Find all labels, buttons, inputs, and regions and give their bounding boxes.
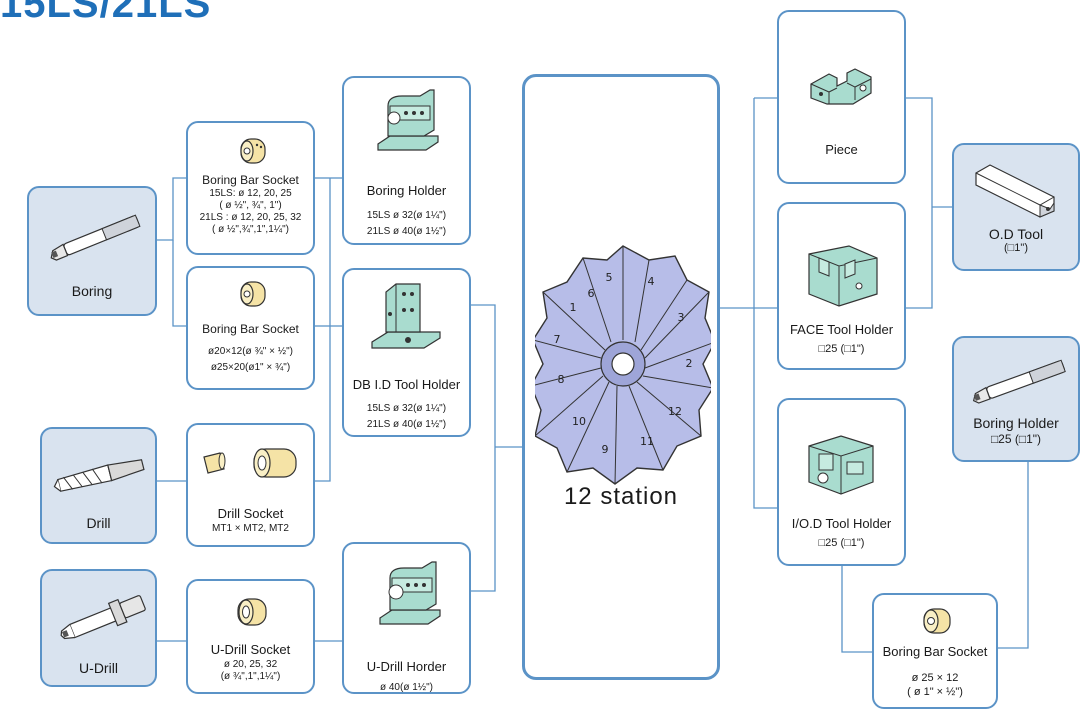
socket-spec-line4: ( ø ½",¾",1",1¼") bbox=[211, 224, 289, 235]
u-drill-holder-icon bbox=[379, 561, 441, 625]
u-drill-horder-title: U-Drill Horder bbox=[366, 659, 447, 674]
socket-spec-line1: ø20×12(ø ¾" × ½") bbox=[208, 346, 293, 357]
boring-bar-icon bbox=[972, 359, 1066, 404]
face-tool-holder-box[interactable]: FACE Tool Holder □25 (□1") bbox=[777, 202, 906, 370]
db-id-holder-box[interactable]: DB I.D Tool Holder 15LS ø 32(ø 1¼") 21LS… bbox=[342, 268, 471, 437]
face-tool-holder-title: FACE Tool Holder bbox=[789, 322, 894, 337]
station-label: 12 station bbox=[563, 483, 679, 510]
u-drill-socket-title: U-Drill Socket bbox=[210, 642, 291, 657]
u-drill-socket-spec-line1: ø 20, 25, 32 bbox=[223, 659, 278, 670]
turret-number: 5 bbox=[606, 271, 613, 284]
socket-spec-line1: 15LS: ø 12, 20, 25 bbox=[209, 188, 292, 199]
turret-number: 10 bbox=[572, 415, 586, 428]
od-tool-title: O.D Tool bbox=[988, 226, 1044, 242]
boring-holder-spec-line2: 21LS ø 40(ø 1½") bbox=[366, 226, 447, 237]
drill-socket-icon bbox=[203, 448, 297, 478]
boring-bar-socket-box-2[interactable]: Boring Bar Socket ø20×12(ø ¾" × ½") ø25×… bbox=[186, 266, 315, 390]
socket-title: Boring Bar Socket bbox=[202, 173, 299, 187]
piece-title: Piece bbox=[825, 142, 858, 157]
drill-socket-box[interactable]: Drill Socket MT1 × MT2, MT2 bbox=[186, 423, 315, 547]
db-id-holder-title: DB I.D Tool Holder bbox=[352, 377, 461, 392]
piece-icon bbox=[810, 68, 872, 105]
turret-number: 2 bbox=[686, 357, 693, 370]
socket-spec-line3: 21LS : ø 12, 20, 25, 32 bbox=[199, 212, 302, 223]
turret-number: 4 bbox=[648, 275, 655, 288]
boring-bar-socket-box-1[interactable]: Boring Bar Socket 15LS: ø 12, 20, 25 ( ø… bbox=[186, 121, 315, 255]
boring-holder-right-spec: □25 (□1") bbox=[990, 432, 1042, 446]
io-d-tool-holder-icon bbox=[808, 435, 874, 495]
boring-holder-box[interactable]: Boring Holder 15LS ø 32(ø 1¼") 21LS ø 40… bbox=[342, 76, 471, 245]
db-id-holder-spec-line1: 15LS ø 32(ø 1¼") bbox=[366, 403, 447, 414]
u-drill-icon bbox=[60, 595, 146, 640]
turret-number: 9 bbox=[602, 443, 609, 456]
od-tool-box[interactable]: O.D Tool (□1") bbox=[952, 143, 1080, 271]
turret-number: 3 bbox=[678, 311, 685, 324]
db-id-holder-spec-line2: 21LS ø 40(ø 1½") bbox=[366, 419, 447, 430]
db-id-holder-icon bbox=[371, 283, 441, 349]
od-tool-spec: (□1") bbox=[1004, 242, 1028, 254]
boring-tool-box[interactable]: Boring bbox=[27, 186, 157, 316]
drill-socket-spec: MT1 × MT2, MT2 bbox=[212, 523, 289, 534]
turret-number: 12 bbox=[668, 405, 682, 418]
boring-bar-socket-right-box[interactable]: Boring Bar Socket ø 25 × 12 ( ø 1" × ½") bbox=[872, 593, 998, 709]
turret-number: 8 bbox=[558, 373, 565, 386]
piece-box[interactable]: Piece bbox=[777, 10, 906, 184]
socket-spec-line2: ( ø ½", ¾", 1") bbox=[219, 200, 282, 211]
face-tool-holder-icon bbox=[808, 245, 878, 307]
u-drill-horder-box[interactable]: U-Drill Horder ø 40(ø 1½") bbox=[342, 542, 471, 694]
socket-icon bbox=[923, 608, 951, 634]
boring-holder-spec-line1: 15LS ø 32(ø 1¼") bbox=[366, 210, 447, 221]
face-tool-holder-spec: □25 (□1") bbox=[818, 343, 865, 355]
socket-icon bbox=[240, 138, 266, 164]
drill-tool-box[interactable]: Drill bbox=[40, 427, 157, 544]
page-title: 15LS/21LS bbox=[0, 0, 212, 26]
od-tool-icon bbox=[975, 164, 1055, 218]
boring-bar-socket-right-spec-line2: ( ø 1" × ½") bbox=[907, 686, 963, 698]
boring-holder-icon bbox=[377, 89, 439, 151]
u-drill-socket-spec-line2: (ø ¾",1",1¼") bbox=[220, 671, 281, 682]
boring-bar-socket-right-spec-line1: ø 25 × 12 bbox=[911, 672, 959, 684]
boring-label: Boring bbox=[71, 283, 113, 299]
socket-spec-line2: ø25×20(ø1" × ¾") bbox=[210, 362, 291, 373]
u-drill-socket-box[interactable]: U-Drill Socket ø 20, 25, 32 (ø ¾",1",1¼"… bbox=[186, 579, 315, 694]
io-d-tool-holder-title: I/O.D Tool Holder bbox=[791, 516, 892, 531]
socket-icon bbox=[237, 598, 267, 626]
u-drill-label: U-Drill bbox=[79, 660, 118, 676]
boring-holder-right-title: Boring Holder bbox=[973, 415, 1059, 431]
io-d-tool-holder-spec: □25 (□1") bbox=[818, 537, 865, 549]
u-drill-horder-spec: ø 40(ø 1½") bbox=[379, 682, 433, 693]
turret-number: 7 bbox=[554, 333, 561, 346]
u-drill-tool-box[interactable]: U-Drill bbox=[40, 569, 157, 687]
socket-icon bbox=[240, 281, 266, 307]
drill-icon bbox=[53, 459, 145, 492]
turret-number: 6 bbox=[588, 287, 595, 300]
turret-station-box[interactable]: 6 5 4 3 2 12 11 9 10 8 7 1 12 station bbox=[522, 74, 720, 680]
drill-socket-title: Drill Socket bbox=[217, 506, 284, 521]
socket-title: Boring Bar Socket bbox=[202, 322, 299, 336]
io-d-tool-holder-box[interactable]: I/O.D Tool Holder □25 (□1") bbox=[777, 398, 906, 566]
boring-bar-socket-right-title: Boring Bar Socket bbox=[882, 644, 988, 659]
turret-number: 1 bbox=[570, 301, 577, 314]
boring-holder-title: Boring Holder bbox=[366, 183, 447, 198]
turret-number: 11 bbox=[640, 435, 654, 448]
drill-label: Drill bbox=[86, 515, 111, 531]
turret-icon: 6 5 4 3 2 12 11 9 10 8 7 1 bbox=[535, 245, 711, 485]
boring-holder-right-box[interactable]: Boring Holder □25 (□1") bbox=[952, 336, 1080, 462]
boring-bar-icon bbox=[50, 214, 141, 261]
